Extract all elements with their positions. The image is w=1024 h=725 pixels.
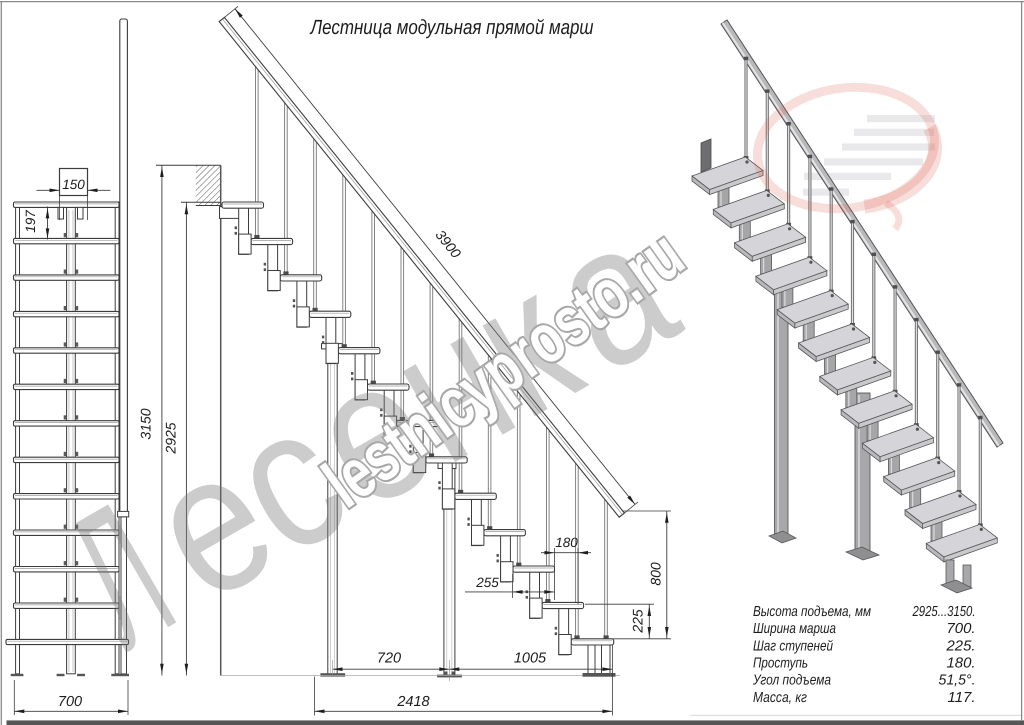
svg-text:Масса, кг: Масса, кг — [753, 690, 807, 706]
svg-text:225: 225 — [630, 609, 646, 634]
svg-text:Лестница модульная прямой марш: Лестница модульная прямой марш — [309, 16, 594, 39]
svg-text:Шаг ступеней: Шаг ступеней — [753, 638, 833, 654]
svg-text:225.: 225. — [945, 638, 975, 654]
svg-text:2925: 2925 — [163, 422, 179, 454]
svg-text:800: 800 — [648, 562, 664, 586]
svg-text:Угол подъема: Угол подъема — [752, 673, 831, 689]
svg-text:2418: 2418 — [396, 694, 429, 710]
svg-text:51,5°.: 51,5°. — [939, 673, 976, 689]
svg-text:197: 197 — [23, 210, 38, 233]
svg-text:Проступь: Проступь — [753, 655, 808, 671]
svg-text:720: 720 — [377, 651, 401, 667]
svg-text:Высота подъема, мм: Высота подъема, мм — [753, 604, 871, 620]
svg-text:180.: 180. — [947, 655, 976, 671]
svg-text:700.: 700. — [947, 621, 976, 637]
svg-text:255: 255 — [475, 575, 499, 590]
svg-text:117.: 117. — [948, 690, 976, 706]
svg-text:1005: 1005 — [514, 651, 547, 667]
svg-text:700: 700 — [58, 694, 82, 710]
svg-text:2925...3150.: 2925...3150. — [912, 604, 976, 620]
svg-text:Ширина марша: Ширина марша — [753, 621, 836, 637]
svg-text:3150: 3150 — [138, 408, 154, 439]
svg-text:150: 150 — [62, 177, 85, 192]
svg-text:180: 180 — [555, 535, 578, 550]
